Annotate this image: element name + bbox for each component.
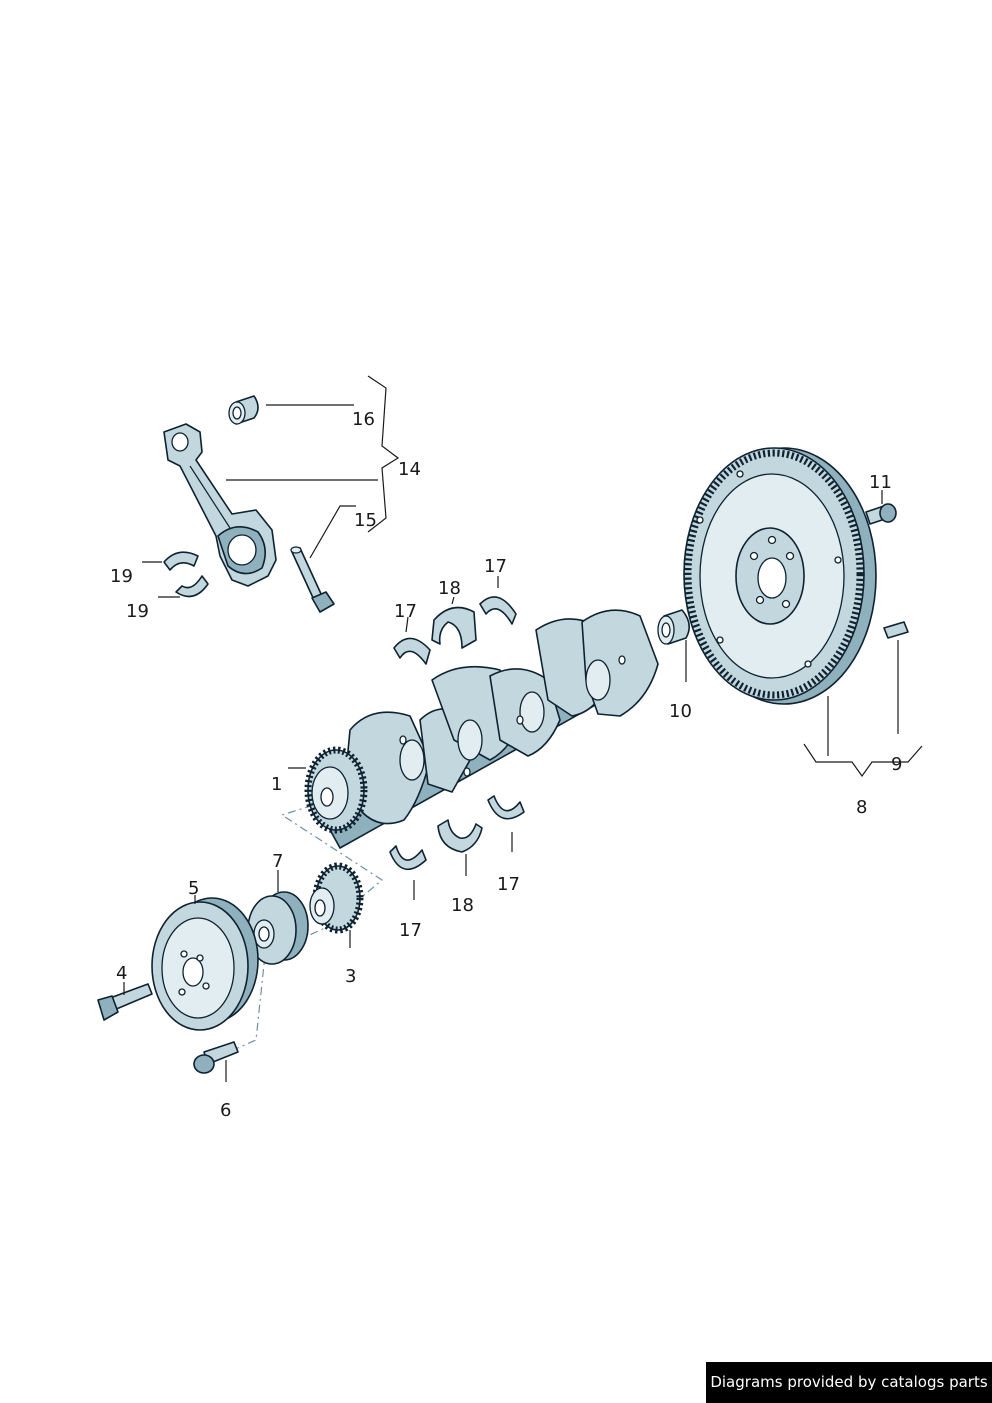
callout-5: 5 (188, 878, 199, 899)
flywheel-bolt (865, 503, 897, 525)
callout-9: 9 (891, 754, 902, 775)
thrust-washers (389, 596, 525, 870)
centre-axis-lines (205, 586, 776, 1063)
crank-sprocket (309, 862, 364, 934)
vibration-damper-pulley (151, 897, 259, 1031)
callout-18-lower: 18 (451, 895, 474, 916)
pulley-bolt (97, 983, 153, 1021)
callout-10: 10 (669, 701, 692, 722)
callout-7: 7 (272, 851, 283, 872)
callout-17-upper-left: 17 (394, 601, 417, 622)
crankshaft (304, 609, 659, 849)
callout-labels: 16 14 15 19 19 17 18 17 11 10 9 8 1 7 5 … (110, 409, 902, 1121)
callout-1: 1 (271, 774, 282, 795)
rod-bearing-shells (163, 551, 209, 598)
leader-lines (123, 375, 923, 1082)
callout-16: 16 (352, 409, 375, 430)
connecting-rod-bolt (290, 546, 335, 613)
callout-18-upper: 18 (438, 578, 461, 599)
callout-15: 15 (354, 510, 377, 531)
callout-6: 6 (220, 1100, 231, 1121)
callout-3: 3 (345, 966, 356, 987)
pilot-bearing (657, 609, 690, 645)
callout-17-lower-right: 17 (497, 874, 520, 895)
small-end-bush (228, 395, 259, 425)
callout-4: 4 (116, 963, 127, 984)
flywheel (683, 447, 877, 705)
connecting-rod (163, 423, 277, 587)
callout-17-lower-left: 17 (399, 920, 422, 941)
callout-19-lower: 19 (126, 601, 149, 622)
callout-11: 11 (869, 472, 892, 493)
credit-banner: Diagrams provided by catalogs parts (706, 1362, 992, 1403)
callout-8: 8 (856, 797, 867, 818)
dowel-pin (883, 621, 909, 639)
central-bolt (193, 1041, 239, 1074)
callout-14: 14 (398, 459, 421, 480)
connecting-rod-assembly (163, 395, 335, 613)
callout-17-upper-right: 17 (484, 556, 507, 577)
main-bearing-shells (431, 606, 483, 853)
sprocket-hub (247, 891, 309, 965)
callout-19-upper: 19 (110, 566, 133, 587)
